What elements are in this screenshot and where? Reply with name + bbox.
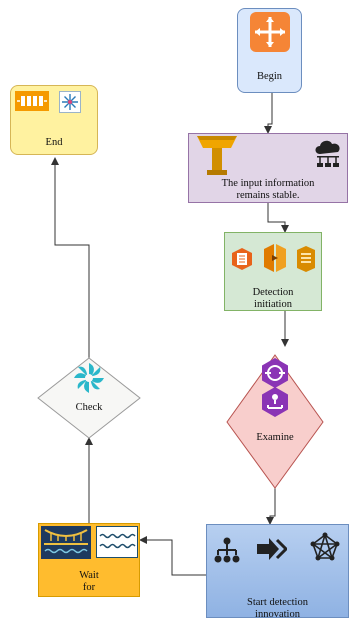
cluster-icon: [262, 387, 288, 417]
check-diamond: [37, 357, 141, 439]
start-node[interactable]: Start detection innovation: [206, 524, 349, 620]
wait-label-line1: Wait: [79, 570, 99, 581]
input-label-line2: remains stable.: [236, 190, 300, 201]
wait-label-line2: for: [82, 582, 96, 593]
edge-begin-to-input: [264, 93, 273, 134]
begin-label: Begin: [256, 71, 283, 82]
wave-icon: [96, 526, 138, 558]
hierarchy-icon: [214, 537, 240, 563]
check-label: Check: [75, 402, 103, 413]
input-node[interactable]: The input information remains stable.: [188, 133, 348, 203]
end-node[interactable]: End: [10, 85, 98, 155]
gateway-icon: [197, 136, 237, 175]
forward-arrow-icon: [257, 538, 287, 560]
examine-diamond: [226, 354, 324, 489]
pinwheel-icon: [74, 363, 104, 393]
bar-chart-icon: [15, 91, 49, 111]
input-label-line1: The input information: [221, 178, 315, 189]
start-label-line1: Start detection: [247, 597, 308, 608]
cloud-storage-icon: [315, 140, 340, 167]
examine-label: Examine: [256, 432, 294, 443]
document-stack-icon: [232, 248, 252, 270]
edge-input-to-detection: [267, 203, 289, 233]
detection-node[interactable]: Detection initiation: [224, 232, 322, 311]
check-node[interactable]: Check: [38, 358, 140, 438]
edge-check-to-end: [51, 157, 90, 358]
detection-label-line1: Detection: [252, 287, 294, 298]
edge-examine-to-start: [266, 488, 276, 525]
start-label-line2: innovation: [255, 609, 300, 620]
edge-start-to-wait: [139, 536, 206, 576]
connector-icon: [264, 244, 286, 272]
end-label: End: [45, 137, 63, 148]
queue-icon: [297, 246, 315, 272]
detection-label-line2: initiation: [254, 299, 292, 310]
examine-node[interactable]: Examine: [227, 355, 323, 488]
wait-node[interactable]: Wait for: [38, 523, 140, 597]
bridge-icon: [41, 526, 91, 559]
begin-node[interactable]: Begin: [237, 8, 302, 93]
snowflake-icon: [59, 91, 81, 113]
router-icon: [250, 12, 290, 52]
network-icon: [310, 532, 340, 561]
rotate-icon: [262, 358, 288, 388]
